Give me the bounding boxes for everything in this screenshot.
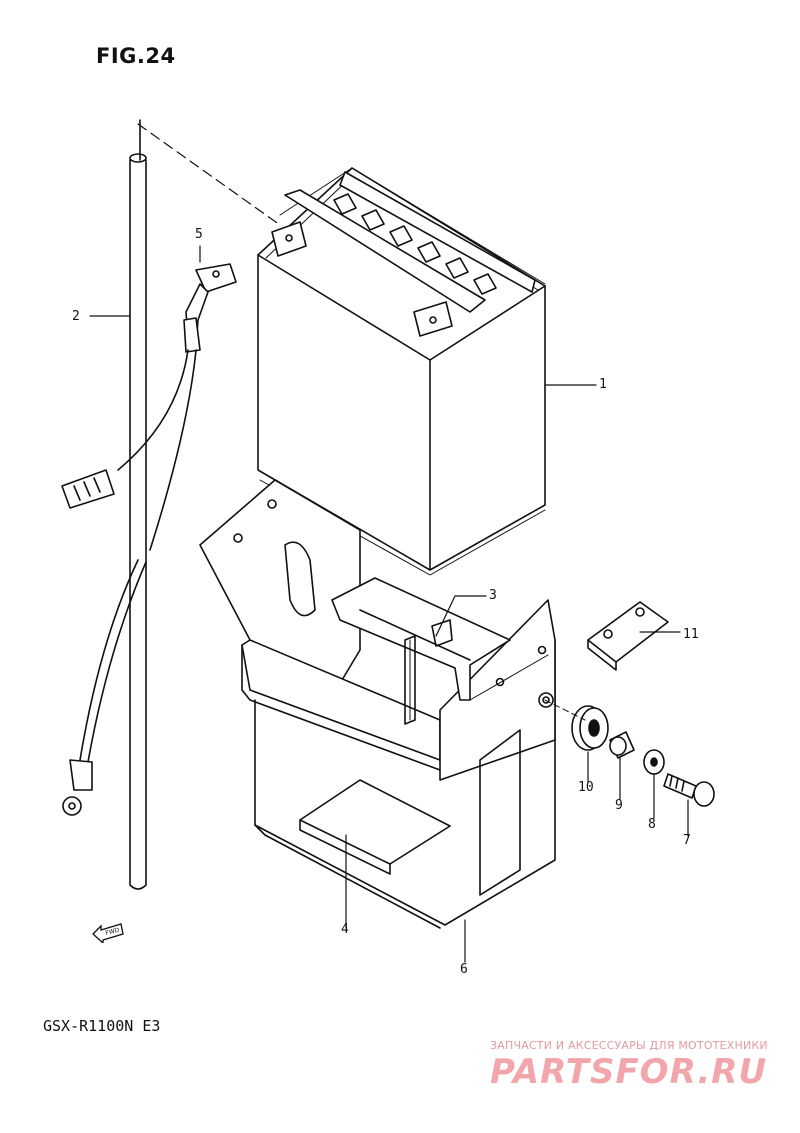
forward-direction-arrow-icon: FWD [91, 921, 125, 945]
fwd-label: FWD [105, 926, 121, 936]
clamp-plate-part [587, 601, 669, 671]
spacer-part [331, 577, 511, 701]
callout-4: 4 [341, 922, 349, 937]
collar-part [609, 731, 635, 759]
callout-leader-lines [89, 245, 689, 963]
callout-8: 8 [648, 817, 656, 832]
watermark-subtitle: ЗАПЧАСТИ И АКСЕССУАРЫ ДЛЯ МОТОТЕХНИКИ [490, 1039, 768, 1052]
watermark-logo: PARTSFOR.RU [490, 1052, 768, 1092]
figure-title: FIG.24 [96, 44, 176, 68]
battery-part [257, 167, 546, 576]
callout-1: 1 [599, 377, 607, 392]
bolt-part [663, 773, 715, 807]
callout-3: 3 [489, 588, 497, 603]
callout-6: 6 [460, 962, 468, 977]
callout-11: 11 [683, 627, 699, 642]
callout-5: 5 [195, 227, 203, 242]
battery-holder-part [199, 479, 556, 929]
battery-lead-part [61, 263, 237, 816]
vent-tube-part [129, 119, 147, 890]
callout-9: 9 [615, 798, 623, 813]
washer-part [643, 749, 665, 775]
callout-7: 7 [683, 833, 691, 848]
cushion-pad-part [404, 635, 416, 725]
tube-route-dashed-line [137, 123, 281, 226]
callout-2: 2 [72, 309, 80, 324]
grommet-part [571, 705, 609, 751]
model-code: GSX-R1100N E3 [43, 1017, 161, 1035]
callout-10: 10 [578, 780, 594, 795]
